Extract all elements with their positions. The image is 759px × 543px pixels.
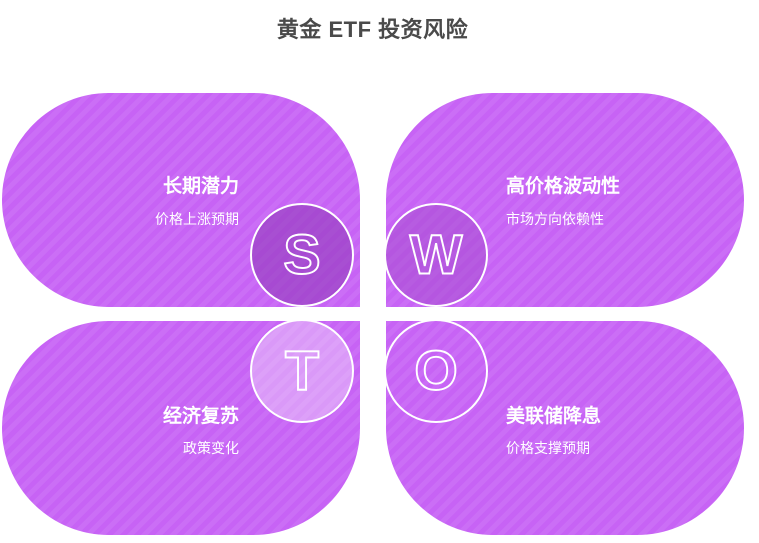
swot-quadrant-opportunities: 美联储降息 价格支撑预期 O (386, 321, 744, 535)
threats-heading: 经济复苏 (162, 406, 239, 427)
svg-text:S: S (283, 223, 320, 285)
weaknesses-subtext: 市场方向依赖性 (506, 211, 604, 227)
svg-text:O: O (414, 339, 457, 401)
w-letter-icon: W (409, 222, 464, 286)
swot-quadrant-threats: 经济复苏 政策变化 T (2, 321, 360, 535)
svg-text:W: W (410, 223, 463, 285)
weaknesses-heading: 高价格波动性 (506, 176, 621, 197)
diagram-title: 黄金 ETF 投资风险 (276, 17, 469, 42)
strengths-heading: 长期潜力 (162, 176, 239, 197)
swot-quadrant-weaknesses: 高价格波动性 市场方向依赖性 W (386, 93, 744, 307)
w-letter-badge: W (386, 203, 488, 307)
t-letter-icon: T (284, 338, 320, 402)
opportunities-heading: 美联储降息 (506, 406, 602, 427)
s-letter-icon: S (282, 222, 321, 286)
svg-text:T: T (285, 339, 319, 401)
swot-quadrant-strengths: 长期潜力 价格上涨预期 S (2, 93, 360, 307)
s-letter-badge: S (250, 203, 354, 307)
threats-subtext: 政策变化 (183, 440, 239, 456)
o-letter-icon: O (413, 338, 458, 402)
t-letter-badge: T (250, 321, 354, 423)
opportunities-subtext: 价格支撑预期 (506, 440, 590, 456)
strengths-subtext: 价格上涨预期 (155, 211, 239, 227)
o-letter-badge: O (386, 321, 488, 423)
